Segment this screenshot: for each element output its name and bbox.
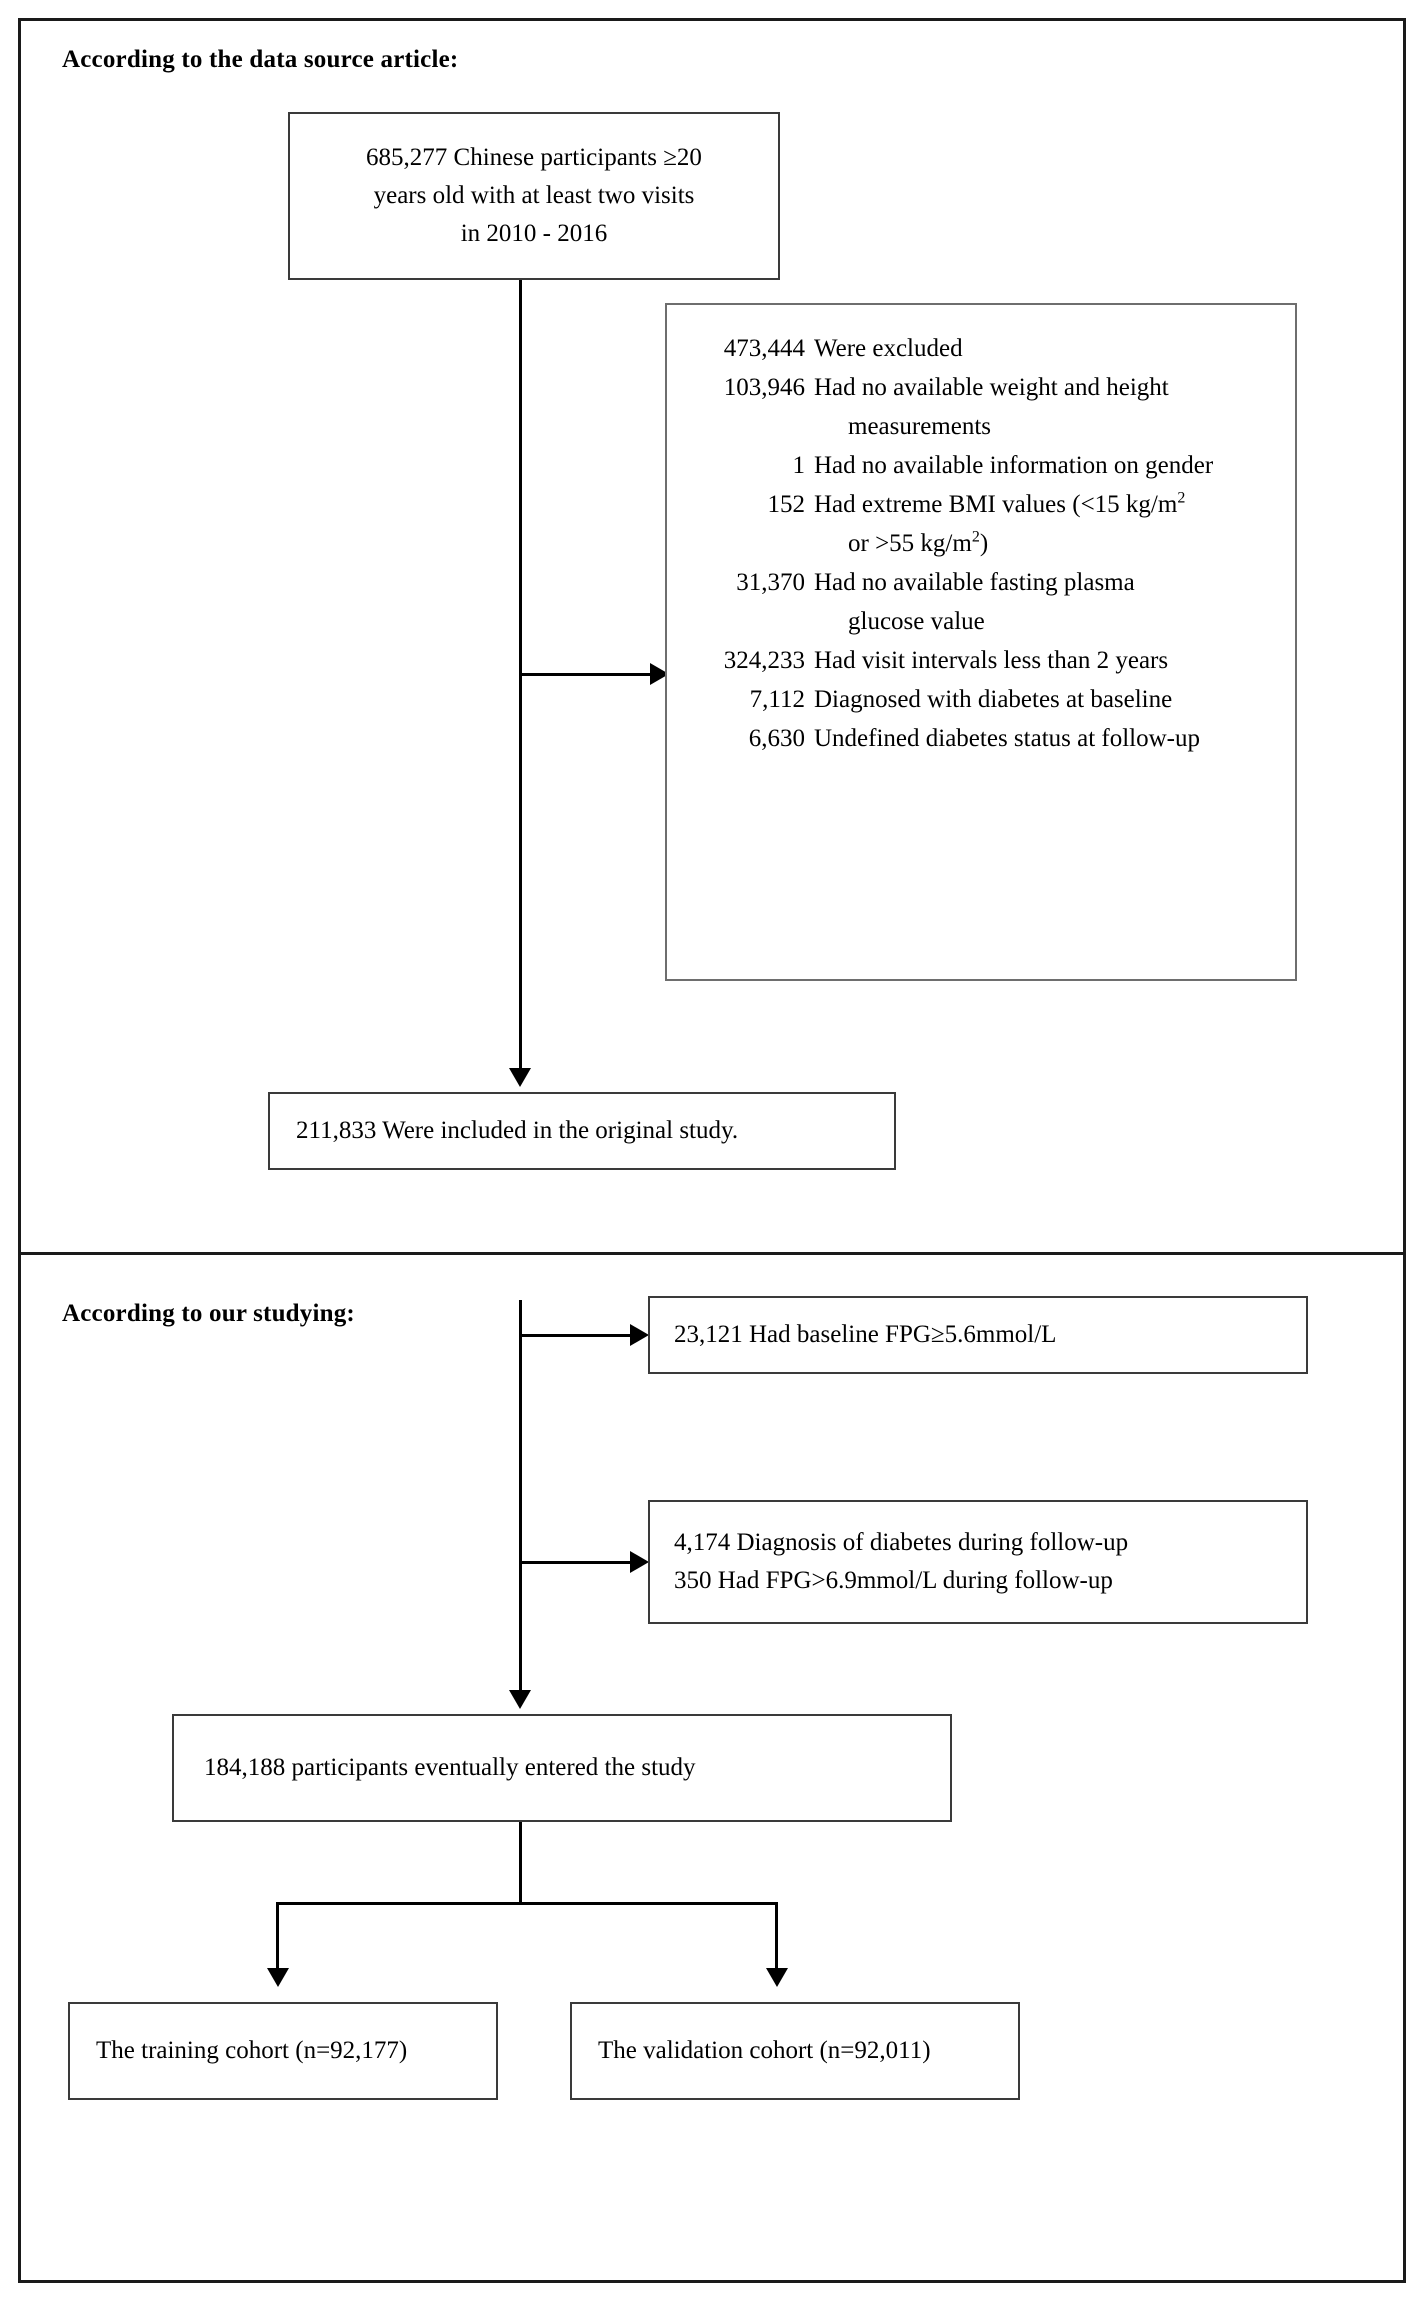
exclusion-text: Had no available information on gender: [814, 452, 1214, 479]
arrowhead-to-final-cohort: [509, 1690, 531, 1709]
frame-left-rule: [18, 18, 21, 1258]
exclusion-text-main: or >55 kg/m: [848, 530, 972, 557]
exclusion-count: 152: [767, 491, 806, 518]
exclusion-row: 31,370 Had no available fasting plasma: [677, 563, 1281, 602]
box-training-cohort: The training cohort (n=92,177): [68, 2002, 498, 2100]
exclusion-text: or >55 kg/m2): [814, 524, 1281, 563]
exclusion-text-main: Had extreme BMI values (<15 kg/m: [814, 491, 1178, 518]
arrowhead-to-followup-excluded: [630, 1551, 649, 1573]
exclusion-row-continuation: or >55 kg/m2): [677, 524, 1281, 563]
section-heading-source: According to the data source article:: [62, 46, 459, 73]
section-divider-bottom: [18, 2280, 1406, 2283]
arrowhead-to-training-cohort: [267, 1968, 289, 1987]
superscript-unit: 2: [971, 528, 980, 546]
exclusion-row-continuation: glucose value: [677, 602, 1281, 641]
arrowhead-to-included: [509, 1068, 531, 1087]
section-divider-top: [18, 18, 1406, 21]
exclusion-row: 7,112 Diagnosed with diabetes at baselin…: [677, 680, 1281, 719]
section-divider-middle: [18, 1252, 1406, 1255]
exclusion-row-continuation: measurements: [677, 407, 1281, 446]
frame-right-rule: [1403, 18, 1406, 1258]
exclusion-row: 1 Had no available information on gender: [677, 446, 1281, 485]
exclusion-count: 1: [792, 452, 806, 479]
box-line: 4,174 Diagnosis of diabetes during follo…: [674, 1529, 1129, 1556]
exclusion-text: Had extreme BMI values (<15 kg/m2: [814, 485, 1281, 524]
exclusion-text: Had visit intervals less than 2 years: [814, 647, 1169, 674]
frame-right-rule-lower: [1403, 1258, 1406, 2283]
exclusion-text-tail: ): [979, 530, 989, 557]
arrowhead-to-validation-cohort: [766, 1968, 788, 1987]
box-line: years old with at least two visits: [373, 182, 695, 209]
exclusion-row: 152 Had extreme BMI values (<15 kg/m2: [677, 485, 1281, 524]
box-source-population: 685,277 Chinese participants ≥20 years o…: [288, 112, 780, 280]
box-baseline-fpg-excluded: 23,121 Had baseline FPG≥5.6mmol/L: [648, 1296, 1308, 1374]
frame-left-rule-lower: [18, 1258, 21, 2283]
exclusion-text: measurements: [848, 413, 992, 440]
exclusion-count: 7,112: [749, 686, 805, 713]
connector-to-exclusions: [519, 673, 657, 676]
superscript-unit: 2: [1177, 489, 1186, 507]
exclusion-count: 31,370: [736, 569, 805, 596]
connector-split-horizontal: [276, 1902, 778, 1905]
exclusion-row: 6,630 Undefined diabetes status at follo…: [677, 719, 1281, 758]
arrowhead-to-baseline-fpg: [630, 1324, 649, 1346]
box-line: 184,188 participants eventually entered …: [204, 1754, 696, 1781]
exclusion-count: 6,630: [748, 725, 805, 752]
exclusion-text: Undefined diabetes status at follow-up: [814, 725, 1201, 752]
box-line: The training cohort (n=92,177): [96, 2037, 408, 2064]
box-line: 685,277 Chinese participants ≥20: [366, 144, 702, 171]
exclusion-count: 324,233: [723, 647, 805, 674]
exclusion-row: 103,946 Had no available weight and heig…: [677, 368, 1281, 407]
connector-split-right: [775, 1902, 778, 1970]
arrowhead-to-exclusions: [650, 663, 669, 685]
connector-to-followup-excluded: [519, 1561, 637, 1564]
exclusion-row: 473,444 Were excluded: [677, 329, 1281, 368]
exclusion-count: 473,444: [723, 335, 805, 362]
box-included-original: 211,833 Were included in the original st…: [268, 1092, 896, 1170]
exclusion-text: Had no available fasting plasma: [814, 569, 1135, 596]
exclusion-text: Had no available weight and height: [814, 374, 1169, 401]
box-line: 211,833 Were included in the original st…: [296, 1117, 739, 1144]
connector-to-baseline-fpg: [519, 1334, 637, 1337]
section-heading-study: According to our studying:: [62, 1300, 355, 1327]
exclusion-row: 324,233 Had visit intervals less than 2 …: [677, 641, 1281, 680]
box-line: The validation cohort (n=92,011): [598, 2037, 931, 2064]
box-line: in 2010 - 2016: [460, 220, 608, 247]
exclusion-count: 103,946: [723, 374, 805, 401]
box-followup-excluded: 4,174 Diagnosis of diabetes during follo…: [648, 1500, 1308, 1624]
box-final-cohort: 184,188 participants eventually entered …: [172, 1714, 952, 1822]
exclusion-text: Diagnosed with diabetes at baseline: [814, 686, 1173, 713]
connector-split-left: [276, 1902, 279, 1970]
connector-study-spine: [519, 1300, 522, 1692]
box-line: 23,121 Had baseline FPG≥5.6mmol/L: [674, 1321, 1057, 1348]
exclusion-text: glucose value: [848, 608, 985, 635]
exclusion-text: Were excluded: [814, 335, 963, 362]
box-validation-cohort: The validation cohort (n=92,011): [570, 2002, 1020, 2100]
connector-final-to-split: [519, 1822, 522, 1904]
box-exclusions: 473,444 Were excluded 103,946 Had no ava…: [665, 303, 1297, 981]
box-line: 350 Had FPG>6.9mmol/L during follow-up: [674, 1567, 1113, 1594]
